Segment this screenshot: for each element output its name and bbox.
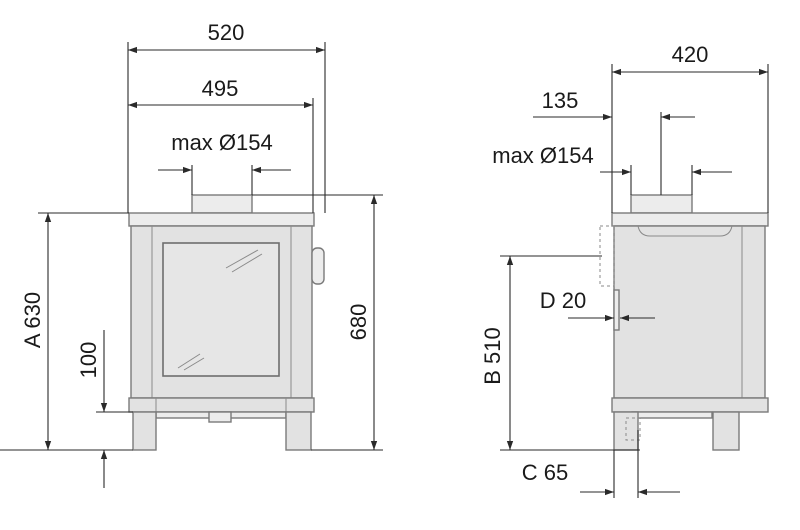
side-top-plate [611, 212, 769, 227]
label-depth-overall: 420 [672, 42, 709, 67]
label-dim-c: C 65 [522, 460, 568, 485]
label-flue-offset: 135 [542, 88, 579, 113]
front-door-handle [311, 247, 325, 285]
front-leg-right [285, 411, 312, 451]
front-leg-left [132, 411, 157, 451]
front-glass-door [162, 242, 280, 377]
label-width-top: 495 [202, 76, 239, 101]
label-dim-d: D 20 [540, 288, 586, 313]
label-flue-diameter-side: max Ø154 [492, 143, 594, 168]
front-dimensions [0, 42, 383, 488]
side-flue-collar [630, 194, 693, 214]
side-base [611, 397, 769, 413]
front-top-plate [128, 212, 315, 227]
label-height-total: 680 [346, 304, 371, 341]
label-height-a: A 630 [20, 292, 45, 348]
label-leg-height: 100 [76, 342, 101, 379]
side-door-hinge [613, 289, 620, 331]
side-body [613, 225, 766, 399]
front-flue-collar [191, 194, 253, 214]
label-flue-diameter-front: max Ø154 [171, 130, 273, 155]
side-view [599, 194, 769, 451]
side-door-outline [599, 225, 615, 287]
label-width-overall: 520 [208, 20, 245, 45]
side-ash-tray [631, 411, 713, 419]
side-dimensions [500, 64, 769, 498]
label-height-b: B 510 [480, 327, 505, 385]
front-air-control [208, 411, 232, 423]
front-view [128, 194, 325, 451]
side-leg-rear [712, 411, 740, 451]
side-leg-detail [625, 417, 641, 441]
